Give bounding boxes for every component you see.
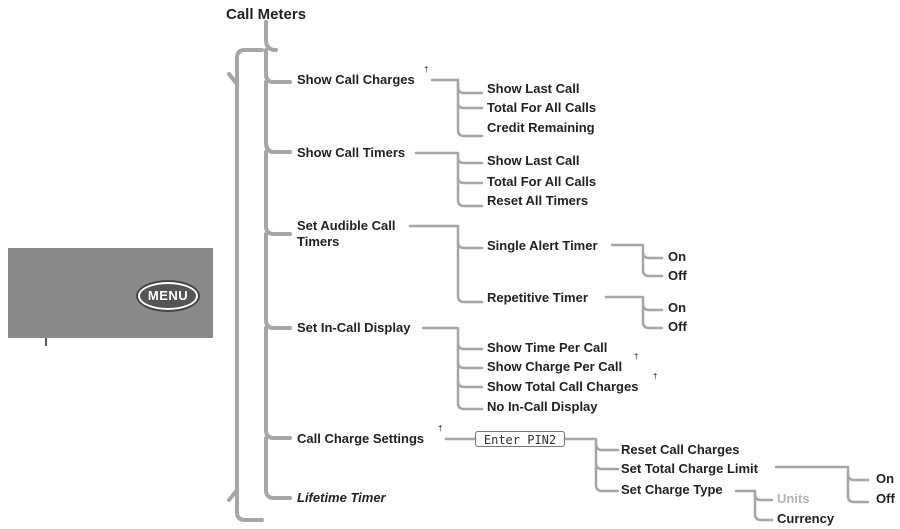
menu-item-call-charge-settings[interactable]: Call Charge Settings xyxy=(297,431,425,446)
submenu-item[interactable]: Show Time Per Call xyxy=(487,340,608,355)
option-off[interactable]: Off xyxy=(876,491,895,506)
menu-key-label: MENU xyxy=(147,288,189,303)
menu-item-lifetime-timer[interactable]: Lifetime Timer xyxy=(297,490,386,505)
phone-keypad-panel: MENU xyxy=(8,248,213,338)
option-currency[interactable]: Currency xyxy=(777,511,835,526)
menu-item-set-in-call-display[interactable]: Set In-Call Display xyxy=(297,320,411,335)
footnote-mark: † xyxy=(438,424,443,433)
submenu-item[interactable]: No In-Call Display xyxy=(487,399,598,414)
menu-item-show-call-charges[interactable]: Show Call Charges xyxy=(297,72,415,87)
option-on[interactable]: On xyxy=(668,300,687,315)
menu-key-button[interactable]: MENU xyxy=(138,282,198,310)
submenu-item[interactable]: Set Total Charge Limit xyxy=(621,461,758,476)
submenu-item-repetitive-timer[interactable]: Repetitive Timer xyxy=(487,290,588,305)
menu-item-set-audible-call-timers-line2[interactable]: Timers xyxy=(297,234,340,249)
submenu-item[interactable]: Credit Remaining xyxy=(487,120,595,135)
submenu-item[interactable]: Reset All Timers xyxy=(487,193,589,208)
submenu-item[interactable]: Show Total Call Charges xyxy=(487,379,639,394)
submenu-item[interactable]: Show Charge Per Call xyxy=(487,359,623,374)
submenu-item[interactable]: Reset Call Charges xyxy=(621,442,740,457)
footnote-mark: † xyxy=(424,65,429,74)
submenu-item[interactable]: Set Charge Type xyxy=(621,482,723,497)
submenu-item[interactable]: Total For All Calls xyxy=(487,174,597,189)
submenu-item[interactable]: Show Last Call xyxy=(487,81,580,96)
footnote-mark: † xyxy=(653,372,658,381)
menu-item-show-call-timers[interactable]: Show Call Timers xyxy=(297,145,406,160)
submenu-item-single-alert-timer[interactable]: Single Alert Timer xyxy=(487,238,598,253)
option-on[interactable]: On xyxy=(876,471,895,486)
enter-pin2-box[interactable]: Enter PIN2 xyxy=(475,431,565,447)
menu-item-set-audible-call-timers[interactable]: Set Audible Call xyxy=(297,218,396,233)
page-title: Call Meters xyxy=(226,6,307,23)
option-off[interactable]: Off xyxy=(668,319,687,334)
footnote-mark: † xyxy=(634,352,639,361)
submenu-item[interactable]: Show Last Call xyxy=(487,153,580,168)
submenu-item[interactable]: Total For All Calls xyxy=(487,100,597,115)
option-on[interactable]: On xyxy=(668,249,687,264)
option-off[interactable]: Off xyxy=(668,268,687,283)
option-units[interactable]: Units xyxy=(777,491,810,506)
